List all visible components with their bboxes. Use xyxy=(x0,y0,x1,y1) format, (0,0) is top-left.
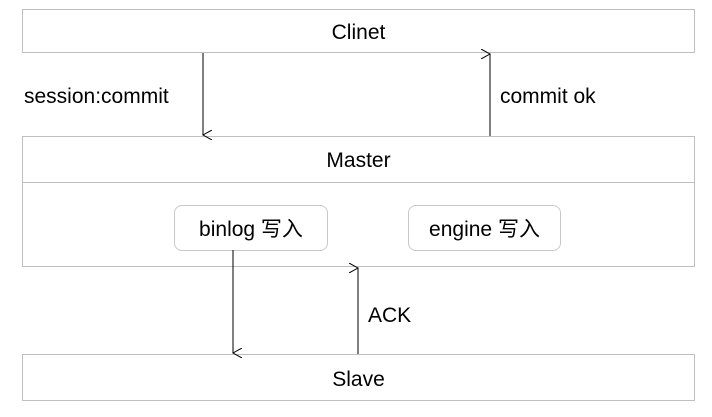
session-commit-label: session:commit xyxy=(24,85,169,108)
binlog-write-node: binlog 写入 xyxy=(174,205,328,251)
client-label: Clinet xyxy=(331,21,386,44)
master-label: Master xyxy=(326,149,391,172)
master-divider xyxy=(23,182,694,183)
slave-box: Slave xyxy=(22,354,695,401)
commit-ok-label: commit ok xyxy=(500,85,596,108)
slave-label: Slave xyxy=(332,368,385,391)
master-box: Master binlog 写入 engine 写入 xyxy=(22,136,695,267)
engine-write-node: engine 写入 xyxy=(408,205,561,251)
ack-label: ACK xyxy=(368,304,412,327)
client-box: Clinet xyxy=(22,9,695,53)
